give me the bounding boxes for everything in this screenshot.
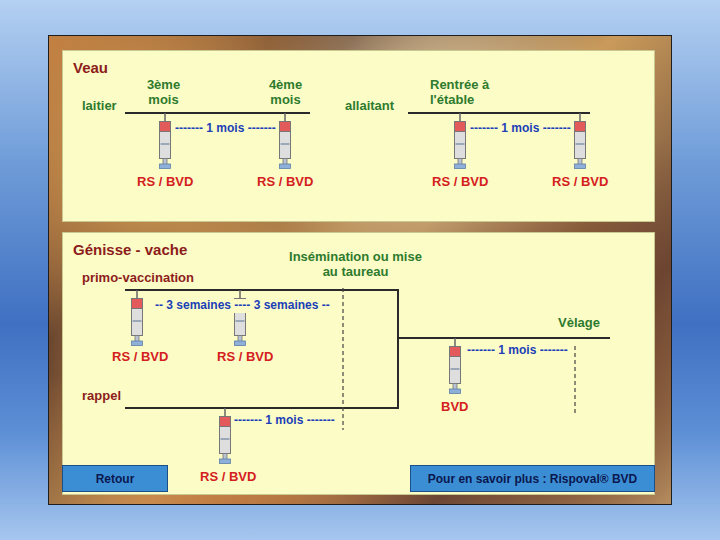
syringe-icon	[575, 113, 586, 169]
vaccine-label: RS / BVD	[432, 175, 488, 190]
timeline-label: laitier	[82, 99, 117, 114]
timeline-label: 4ème mois	[258, 78, 313, 108]
timeline-lines	[125, 113, 610, 408]
syringe-icon	[280, 113, 291, 169]
vaccine-label: RS / BVD	[552, 175, 608, 190]
schedule-panel: Veau	[62, 50, 655, 222]
panel-title: Veau	[73, 59, 654, 76]
timeline-label: allaitant	[345, 99, 394, 114]
vaccine-label: RS / BVD	[217, 350, 273, 365]
timeline-label: Rentrée à l'étable	[430, 78, 510, 108]
timeline-line	[408, 112, 590, 114]
timeline-line	[125, 112, 310, 114]
interval-label: ------- 1 mois -------	[466, 344, 569, 358]
button-label: Pour en savoir plus : Rispoval® BVD	[428, 472, 638, 486]
vaccine-label: BVD	[441, 400, 468, 415]
vaccine-label: RS / BVD	[200, 470, 256, 485]
timeline-label: Insémination ou mise au taureau	[288, 250, 423, 280]
vaccine-label: RS / BVD	[257, 175, 313, 190]
dashed-marker	[342, 288, 343, 430]
timeline-label: Vèlage	[558, 316, 600, 331]
syringe-icon	[220, 408, 231, 464]
syringe-icon	[132, 290, 143, 346]
timeline-line	[125, 290, 398, 408]
dashed-marker	[574, 346, 575, 416]
dashed-markers	[343, 288, 575, 430]
timeline-label: 3ème mois	[136, 78, 191, 108]
timeline-line	[398, 337, 610, 339]
interval-label: ------- 1 mois -------	[469, 122, 572, 136]
timeline-label: primo-vaccination	[82, 271, 194, 286]
back-button: Retour	[62, 465, 168, 492]
interval-label: ------- 1 mois -------	[233, 414, 336, 428]
interval-label: ------- 1 mois -------	[174, 122, 277, 136]
vaccine-label: RS / BVD	[137, 175, 193, 190]
interval-label: -- 3 semaines ---- 3 semaines --	[154, 299, 331, 313]
syringe-icon	[450, 338, 461, 394]
vaccine-label: RS / BVD	[112, 350, 168, 365]
button-label: Retour	[96, 472, 135, 486]
timeline-label: rappel	[82, 389, 121, 404]
syringe-icon	[455, 113, 466, 169]
syringe-icon	[160, 113, 171, 169]
link-button: Pour en savoir plus : Rispoval® BVD	[410, 465, 655, 492]
